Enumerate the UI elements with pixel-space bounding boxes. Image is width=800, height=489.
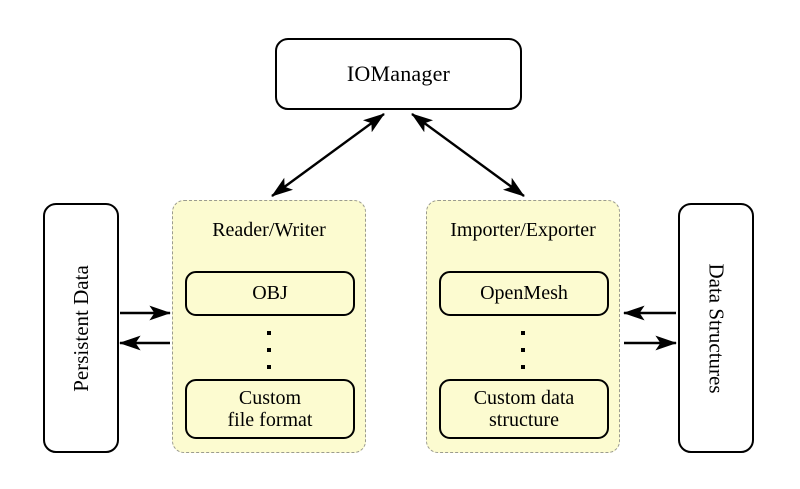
openmesh-node: OpenMesh: [439, 271, 609, 316]
openmesh-label: OpenMesh: [480, 282, 568, 305]
custom-data-structure-label: Custom data structure: [474, 387, 575, 432]
edge-manager-to-importer-exporter: [411, 113, 525, 197]
persistent-data-label: Persistent Data: [68, 264, 93, 392]
data-structures-label: Data Structures: [704, 262, 729, 394]
reader-writer-ellipsis-icon: [173, 331, 365, 369]
importer-exporter-panel: Importer/Exporter OpenMesh Custom data s…: [426, 200, 620, 453]
data-structures-node: Data Structures: [678, 203, 754, 453]
edge-manager-to-reader-writer: [271, 113, 385, 197]
obj-label: OBJ: [252, 282, 288, 305]
iomanager-node: IOManager: [275, 38, 522, 110]
custom-file-format-line2: file format: [227, 409, 313, 431]
custom-data-structure-node: Custom data structure: [439, 379, 609, 439]
reader-writer-panel-title: Reader/Writer: [212, 219, 326, 241]
persistent-data-node: Persistent Data: [43, 203, 119, 453]
custom-file-format-node: Custom file format: [185, 379, 355, 439]
importer-exporter-panel-title: Importer/Exporter: [450, 219, 596, 241]
custom-data-structure-line1: Custom data: [473, 386, 575, 409]
custom-file-format-label: Custom file format: [228, 387, 313, 432]
iomanager-label: IOManager: [346, 61, 451, 86]
importer-exporter-ellipsis-icon: [427, 331, 619, 369]
custom-data-structure-line2: structure: [489, 409, 559, 431]
obj-node: OBJ: [185, 271, 355, 316]
custom-file-format-line1: Custom: [238, 386, 302, 409]
reader-writer-panel: Reader/Writer OBJ Custom file format: [172, 200, 366, 453]
